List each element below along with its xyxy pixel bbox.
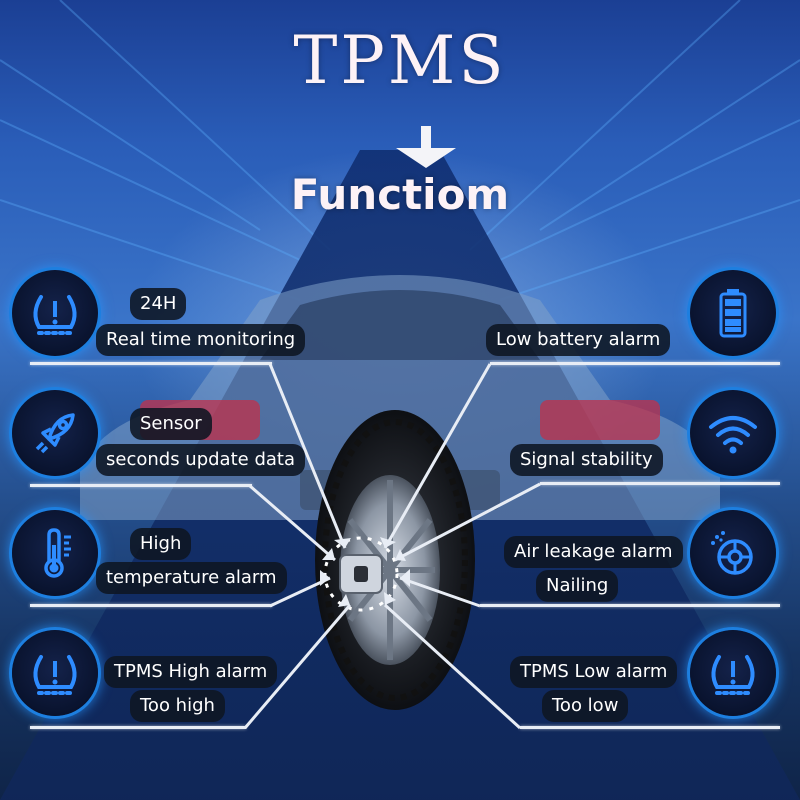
feature-label: Real time monitoring	[96, 324, 306, 356]
connector-arrowheads	[320, 537, 410, 607]
battery-icon	[690, 270, 776, 356]
divider-line	[30, 484, 252, 487]
feature-label: High	[130, 528, 192, 560]
down-arrow-icon	[396, 126, 456, 168]
feature-label: Air leakage alarm	[504, 536, 683, 568]
tpms-sensor	[323, 536, 399, 612]
rocket-icon	[12, 390, 98, 476]
tire-pressure-warning-icon	[12, 270, 98, 356]
feature-label: Sensor	[130, 408, 212, 440]
divider-line	[30, 604, 272, 607]
feature-label: temperature alarm	[96, 562, 287, 594]
feature-label: 24H	[130, 288, 187, 320]
tire-pressure-warning-icon	[12, 630, 98, 716]
feature-label: Too high	[130, 690, 225, 722]
feature-label: Low battery alarm	[486, 324, 671, 356]
divider-line	[540, 482, 780, 485]
tire-leak-icon	[690, 510, 776, 596]
divider-line	[30, 362, 272, 365]
page-subtitle: Functiom	[290, 170, 510, 219]
feature-label: Too low	[542, 690, 629, 722]
feature-label: TPMS High alarm	[104, 656, 278, 688]
thermometer-icon	[12, 510, 98, 596]
grid-lines	[0, 0, 800, 301]
divider-line	[30, 726, 246, 729]
tire-pressure-warning-icon	[690, 630, 776, 716]
wifi-signal-icon	[690, 390, 776, 476]
feature-label: Signal stability	[510, 444, 663, 476]
feature-label: Nailing	[536, 570, 619, 602]
feature-label: TPMS Low alarm	[510, 656, 678, 688]
divider-line	[490, 362, 780, 365]
divider-line	[520, 726, 780, 729]
divider-line	[480, 604, 780, 607]
feature-label: seconds update data	[96, 444, 305, 476]
page-title: TPMS	[293, 22, 507, 99]
